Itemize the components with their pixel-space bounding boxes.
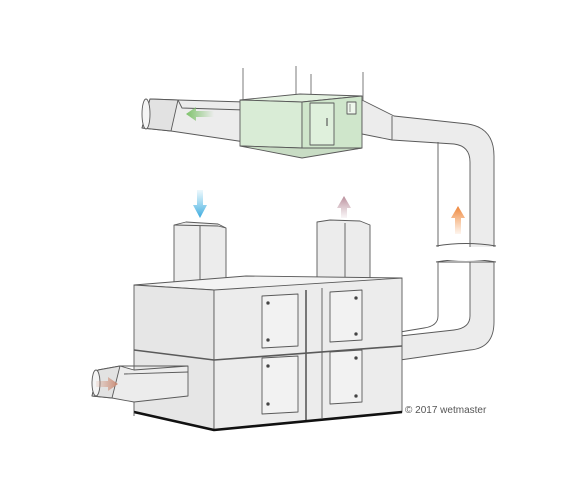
copyright-notice: © 2017 wetmaster <box>405 405 487 416</box>
arrow-up-icon <box>337 196 351 218</box>
arrow-down-icon <box>193 190 207 218</box>
supply-duct <box>141 98 246 143</box>
outdoor-air-duct <box>91 365 189 403</box>
humidifier-unit <box>239 66 364 159</box>
access-panel-lower-left <box>261 355 299 415</box>
return-duct <box>361 99 497 361</box>
air-handling-unit <box>133 275 403 432</box>
arrow-up-icon <box>451 206 465 234</box>
arrow-right-icon <box>96 377 118 391</box>
exhaust-stack <box>316 219 371 281</box>
arrow-left-icon <box>186 107 214 121</box>
access-panel-upper-left <box>261 293 299 349</box>
intake-stack <box>173 221 227 286</box>
access-panel-upper-right <box>329 289 363 343</box>
access-panel-lower-right <box>329 349 363 405</box>
